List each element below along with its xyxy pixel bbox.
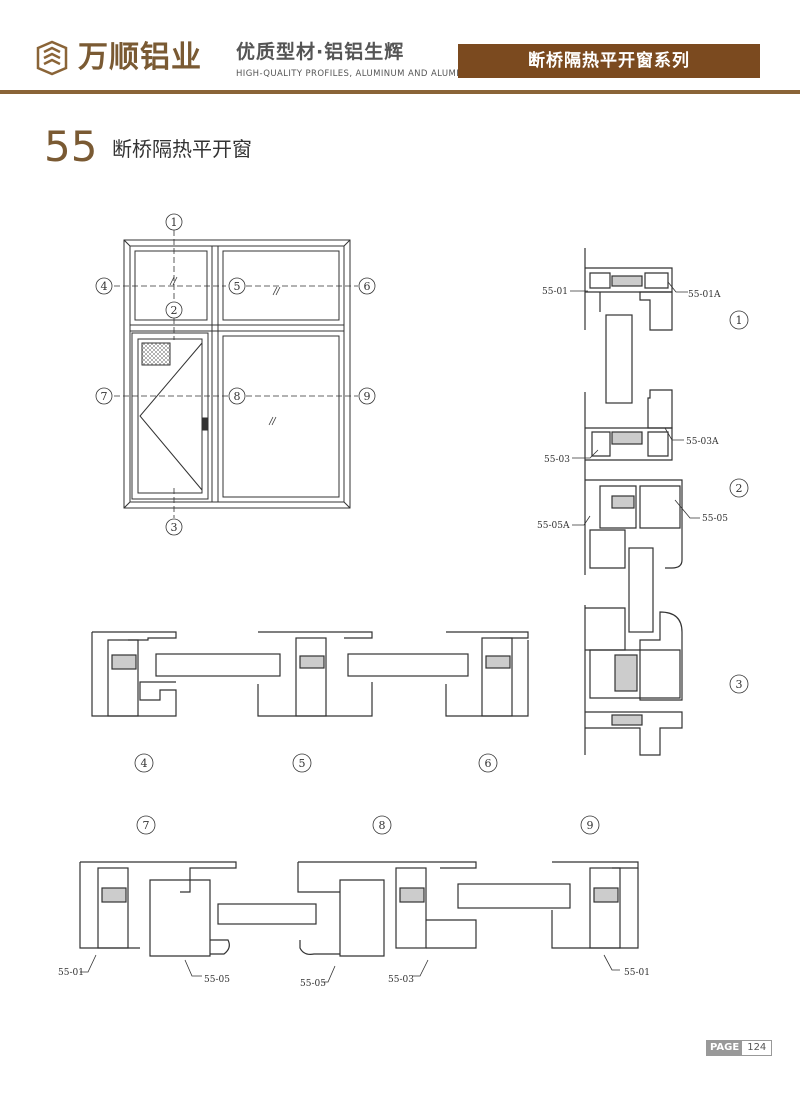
row2-label-55-01-right: 55-01 — [624, 968, 650, 978]
svg-text:8: 8 — [234, 390, 241, 403]
horizontal-sections-row-1 — [91, 631, 529, 717]
logo-icon — [36, 40, 68, 76]
section-marker-7: 7 — [95, 387, 113, 405]
row1-marker-5: 5 — [292, 753, 312, 773]
svg-text:1: 1 — [736, 314, 743, 327]
header-divider — [0, 90, 800, 94]
vertical-marker-2: 2 — [729, 478, 749, 498]
row2-marker-7: 7 — [136, 815, 156, 835]
svg-text:7: 7 — [101, 390, 108, 403]
row2-label-55-01-left: 55-01 — [58, 968, 84, 978]
row2-label-55-05-mid: 55-05 — [300, 979, 326, 989]
svg-text:4: 4 — [141, 757, 148, 770]
svg-text:3: 3 — [736, 678, 743, 691]
row2-label-55-05-left: 55-05 — [204, 975, 230, 985]
section-marker-5: 5 — [228, 277, 246, 295]
part-label-55-05a: 55-05A — [537, 521, 570, 531]
series-number: 55 — [44, 122, 98, 171]
svg-text:7: 7 — [143, 819, 150, 832]
svg-text:1: 1 — [171, 216, 178, 229]
svg-text:8: 8 — [379, 819, 386, 832]
brand-name: 万顺铝业 — [78, 40, 202, 75]
row2-marker-9: 9 — [580, 815, 600, 835]
row1-marker-4: 4 — [134, 753, 154, 773]
slogan-english: HIGH-QUALITY PROFILES, ALUMINUM AND ALUM… — [236, 69, 481, 79]
svg-text:6: 6 — [485, 757, 492, 770]
section-marker-2: 2 — [165, 301, 183, 319]
page-indicator: PAGE 124 — [706, 1040, 773, 1056]
svg-text:2: 2 — [736, 482, 743, 495]
horizontal-sections-row-2 — [79, 861, 639, 957]
part-label-55-01a: 55-01A — [688, 290, 721, 300]
part-label-55-01: 55-01 — [542, 287, 568, 297]
row2-marker-8: 8 — [372, 815, 392, 835]
part-label-55-03: 55-03 — [544, 455, 570, 465]
svg-text:5: 5 — [299, 757, 306, 770]
row2-label-55-03: 55-03 — [388, 975, 414, 985]
page-label: PAGE — [707, 1041, 743, 1055]
part-label-55-05: 55-05 — [702, 514, 728, 524]
section-marker-8: 8 — [228, 387, 246, 405]
page-title: 断桥隔热平开窗 — [112, 137, 252, 161]
svg-text:3: 3 — [171, 521, 178, 534]
part-label-55-03a: 55-03A — [686, 437, 719, 447]
svg-text:2: 2 — [171, 304, 178, 317]
section-marker-9: 9 — [358, 387, 376, 405]
vertical-marker-1: 1 — [729, 310, 749, 330]
svg-text:5: 5 — [234, 280, 241, 293]
section-marker-4: 4 — [95, 277, 113, 295]
row1-marker-6: 6 — [478, 753, 498, 773]
slogan: 优质型材·铝铝生辉 — [236, 41, 405, 63]
section-marker-1: 1 — [165, 213, 183, 231]
svg-text:9: 9 — [364, 390, 371, 403]
vertical-marker-3: 3 — [729, 674, 749, 694]
section-marker-3: 3 — [165, 518, 183, 536]
series-banner: 断桥隔热平开窗系列 — [458, 44, 760, 78]
window-elevation — [114, 230, 358, 518]
page-number: 124 — [747, 1042, 767, 1053]
vertical-section — [584, 248, 683, 756]
svg-text:4: 4 — [101, 280, 108, 293]
section-marker-6: 6 — [358, 277, 376, 295]
svg-text:6: 6 — [364, 280, 371, 293]
svg-text:9: 9 — [587, 819, 594, 832]
leader-lines — [80, 281, 700, 983]
